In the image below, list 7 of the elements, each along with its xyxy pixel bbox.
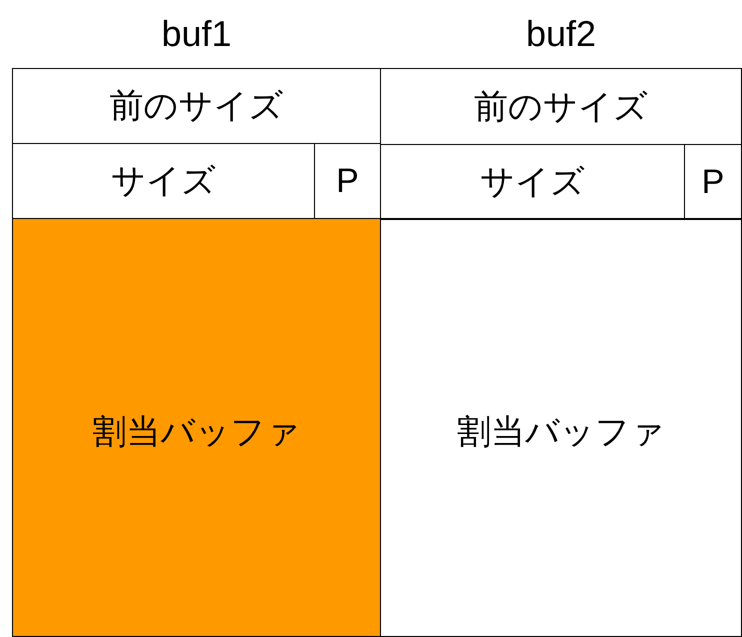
buffer-area: 割当バッファ: [380, 218, 742, 637]
flag-field: P: [684, 144, 742, 220]
chunk-heading: buf2: [524, 12, 598, 56]
size-field: 前のサイズ: [380, 68, 742, 145]
chunk-heading: buf1: [160, 12, 233, 56]
size-field: 前のサイズ: [12, 68, 381, 144]
buffer-area: 割当バッファ: [12, 218, 381, 637]
